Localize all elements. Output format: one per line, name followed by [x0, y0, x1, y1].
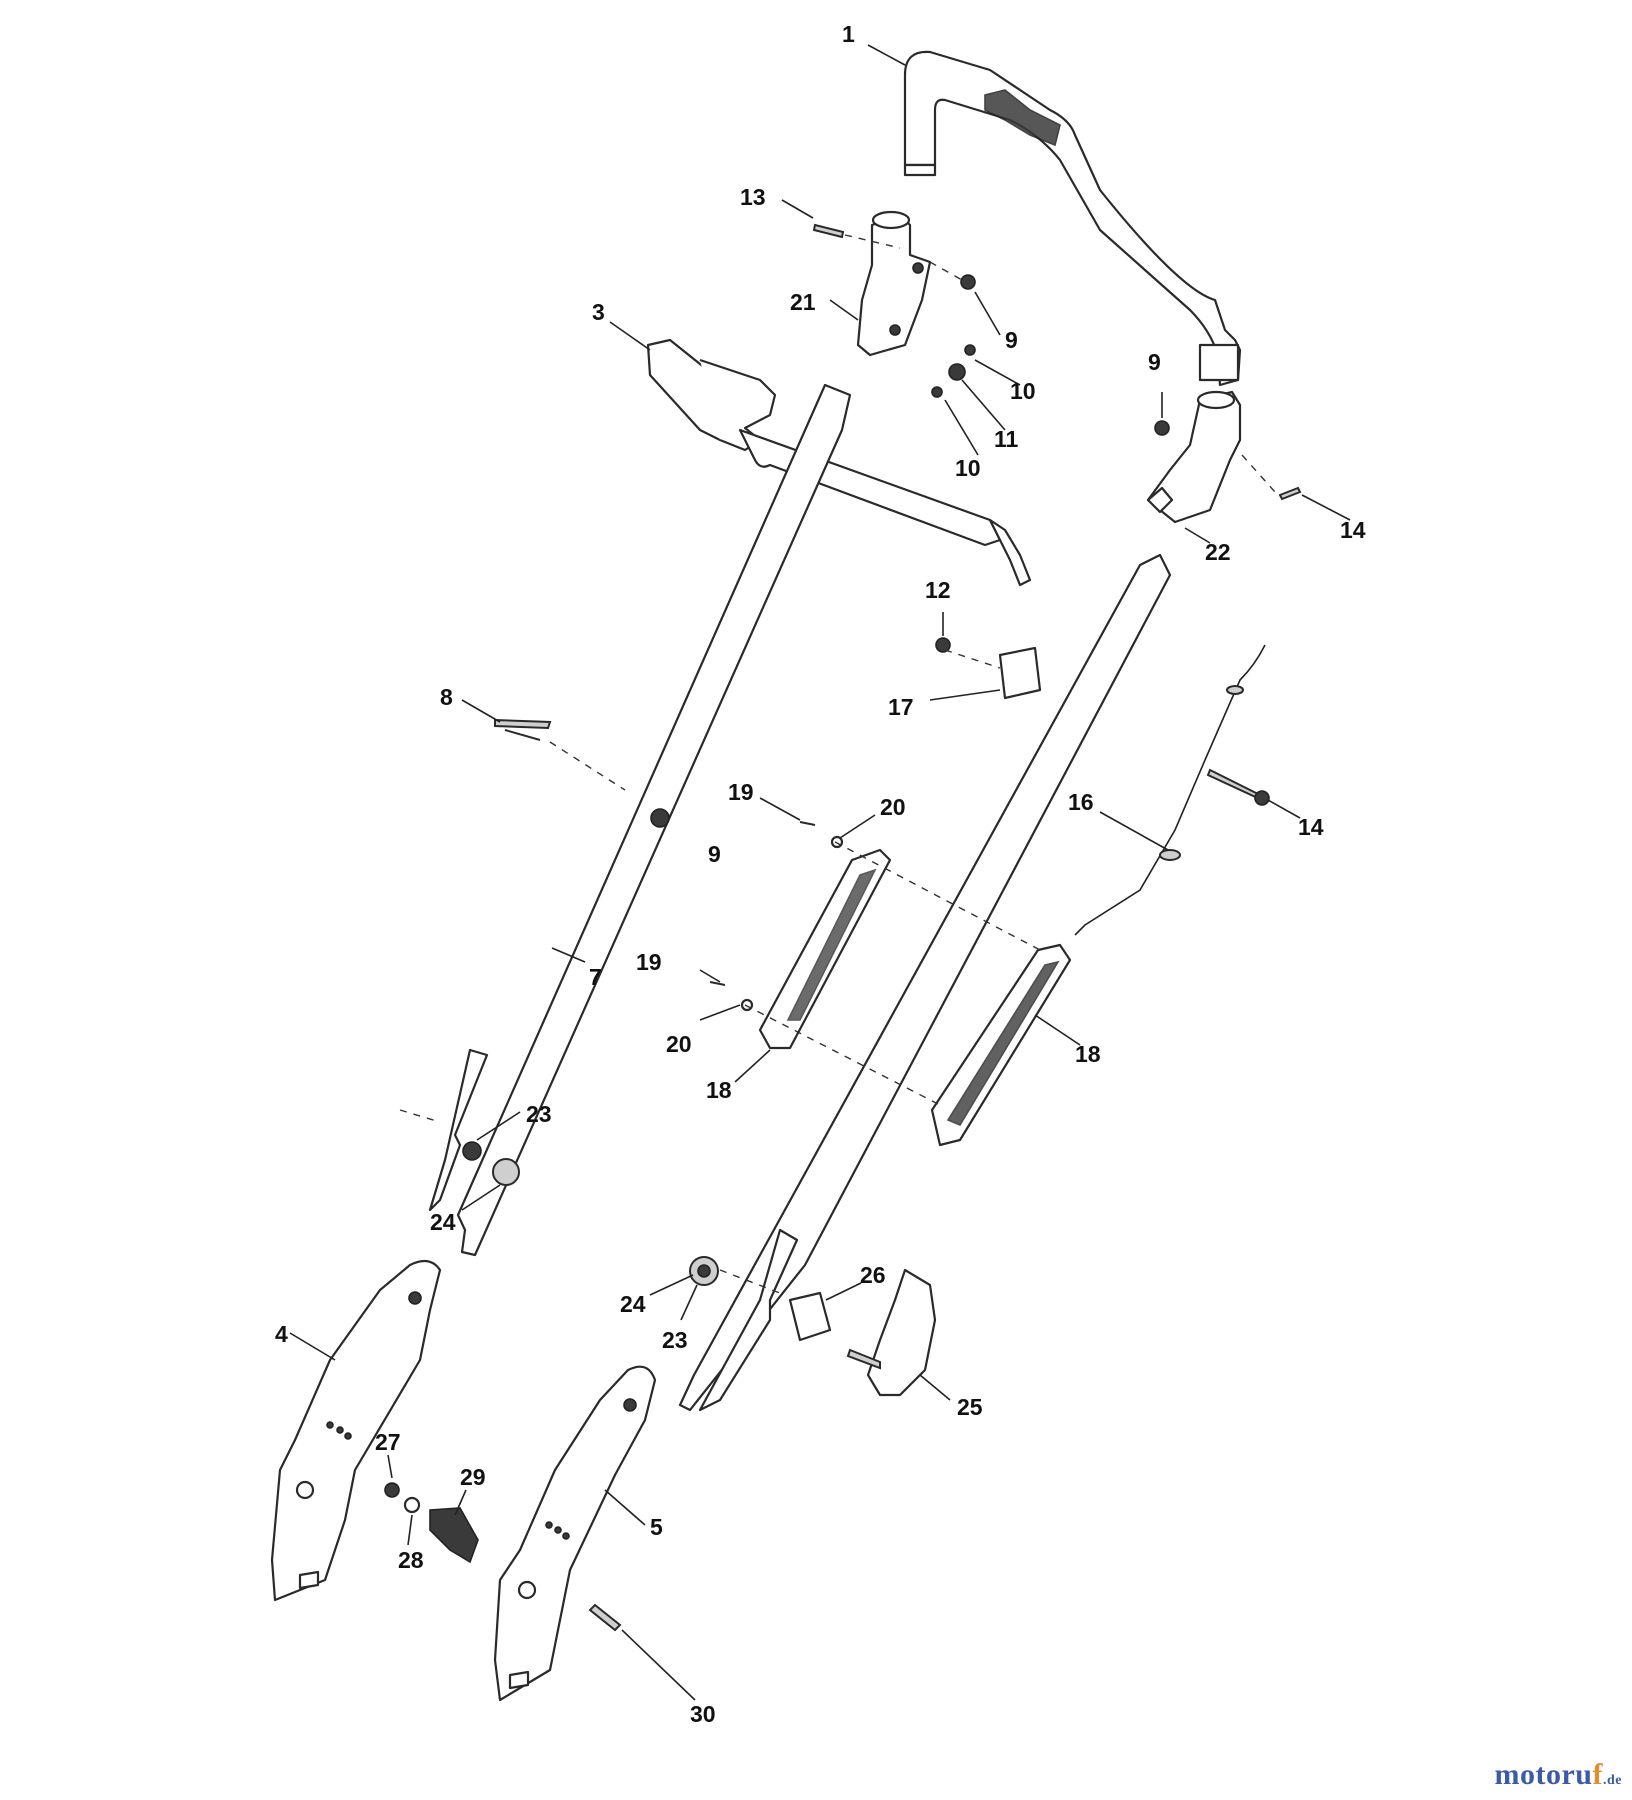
- callout-20-bottom: 20: [666, 1031, 692, 1057]
- part-right-bracket: [493, 1365, 657, 1702]
- callout-10-bottom: 10: [955, 455, 981, 481]
- callout-24-right: 24: [620, 1291, 646, 1317]
- callout-7: 7: [589, 964, 602, 990]
- callout-4: 4: [275, 1321, 288, 1347]
- callout-16: 16: [1068, 789, 1094, 815]
- part-left-clamp: [856, 210, 932, 357]
- callout-8: 8: [440, 684, 453, 710]
- callout-13-right: 14: [1340, 517, 1366, 543]
- callout-21: 21: [790, 289, 816, 315]
- callout-28: 28: [398, 1547, 424, 1573]
- callout-27: 27: [375, 1429, 401, 1455]
- callout-12: 12: [925, 577, 951, 603]
- callout-30: 30: [690, 1701, 716, 1727]
- part-grip-right: [930, 943, 1072, 1147]
- callout-5: 5: [650, 1514, 663, 1540]
- callout-25: 25: [957, 1394, 983, 1420]
- callout-19-top: 19: [728, 779, 754, 805]
- callout-24-left: 24: [430, 1209, 456, 1235]
- callout-1: 1: [842, 21, 855, 47]
- callout-3: 3: [592, 299, 605, 325]
- leader-lines: [289, 44, 1351, 1701]
- callout-14: 14: [1298, 814, 1324, 840]
- part-right-tube: [678, 553, 1172, 1412]
- part-cable: [1074, 644, 1266, 936]
- callout-9-top: 9: [1005, 327, 1018, 353]
- callout-19-bottom: 19: [636, 949, 662, 975]
- site-watermark: motoruf.de: [1495, 1758, 1622, 1792]
- callout-labels: 1 13 21 3 9 10 11 10 9 14 22 12 17 8 16 …: [275, 21, 1366, 1727]
- callout-9-right: 9: [1148, 349, 1161, 375]
- watermark-main: motoru: [1494, 1758, 1593, 1791]
- callout-18-right: 18: [1075, 1041, 1101, 1067]
- part-left-tube: [428, 383, 852, 1257]
- part-cable-clip: [998, 646, 1042, 700]
- part-long-bolt: [1206, 768, 1270, 806]
- part-upper-handle: [903, 50, 1242, 387]
- part-quick-release-lever: [846, 1268, 937, 1397]
- callout-26: 26: [860, 1262, 886, 1288]
- callout-13-left: 13: [740, 184, 766, 210]
- part-guide-left: [758, 848, 892, 1050]
- part-left-bracket: [270, 1259, 442, 1602]
- callout-23-bottom: 23: [662, 1327, 688, 1353]
- callout-17: 17: [888, 694, 914, 720]
- callout-22: 22: [1205, 539, 1231, 565]
- watermark-suffix: .de: [1603, 1773, 1622, 1788]
- callout-18-left: 18: [706, 1077, 732, 1103]
- part-pin: [494, 718, 552, 741]
- watermark-accent: f: [1592, 1758, 1603, 1791]
- part-small-block: [788, 1291, 832, 1342]
- callout-23-top: 23: [526, 1101, 552, 1127]
- assembly-lines: [399, 234, 1276, 1296]
- callout-20-top: 20: [880, 794, 906, 820]
- part-right-clamp: [1146, 390, 1242, 524]
- part-small-hardware: [384, 223, 1302, 1632]
- callout-10-top: 10: [1010, 378, 1036, 404]
- callout-29: 29: [460, 1464, 486, 1490]
- callout-11: 11: [994, 426, 1019, 452]
- callout-9-mid: 9: [708, 841, 721, 867]
